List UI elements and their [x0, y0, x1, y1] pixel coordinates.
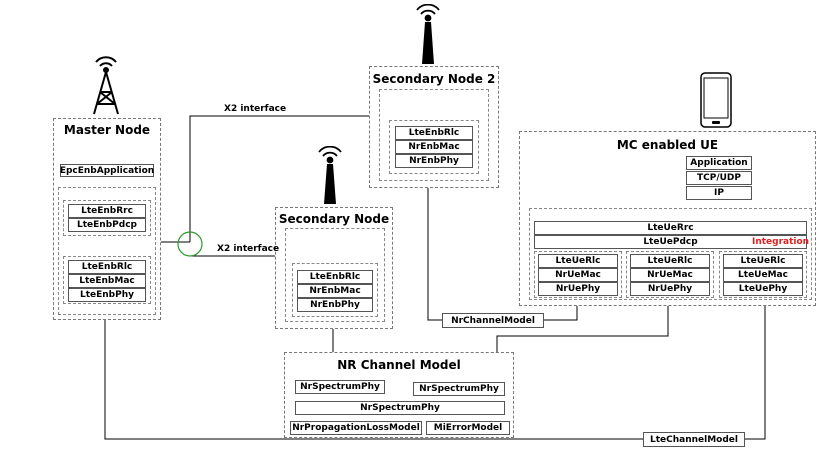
secondary1-tower-icon: [318, 146, 342, 204]
nr-spectrum-phy-2: NrSpectrumPhy: [413, 382, 505, 396]
ue-stack1-phy: NrUePhy: [538, 282, 618, 296]
ue-stack2-rlc: LteUeRlc: [630, 254, 710, 268]
ue-ip: IP: [686, 186, 752, 200]
secondary2-to-nrchannel: [427, 169, 442, 321]
x2-interface-mid-label: X2 interface: [217, 244, 280, 254]
secondary2-layers: LteEnbRlc NrEnbMac NrEnbPhy: [389, 120, 479, 174]
ue-tcp-udp: TCP/UDP: [686, 171, 752, 185]
secondary1-phy: NrEnbPhy: [297, 298, 373, 312]
nr-channel-model-link: NrChannelModel: [442, 313, 544, 328]
master-rrc: LteEnbRrc: [68, 204, 146, 218]
master-rrc-pdcp: LteEnbRrc LteEnbPdcp: [63, 200, 151, 236]
ue-stack3-rlc: LteUeRlc: [723, 254, 803, 268]
lte-channel-model-link: LteChannelModel: [643, 432, 745, 447]
ue-stack-1: LteUeRlc NrUeMac NrUePhy: [534, 251, 622, 298]
ltechannel-to-ue-stack3: [745, 296, 766, 440]
ue-pdcp: LteUePdcp: [534, 235, 807, 249]
secondary2-phy: NrEnbPhy: [395, 154, 473, 168]
secondary2-tower-icon: [416, 4, 440, 64]
ue-stack3-phy: LteUePhy: [723, 282, 803, 296]
master-phy: LteEnbPhy: [68, 288, 146, 302]
secondary1-rlc: LteEnbRlc: [297, 270, 373, 284]
ue-protocol-stack: LteUeRrc LteUePdcp Integration LteUeRlc …: [529, 208, 812, 300]
ue-rrc: LteUeRrc: [534, 221, 807, 235]
ue-application: Application: [686, 156, 752, 170]
secondary2-mac: NrEnbMac: [395, 140, 473, 154]
ue-stack1-mac: NrUeMac: [538, 268, 618, 282]
secondary-node-1: Secondary Node 1 LteEnbRlc NrEnbMac NrEn…: [275, 207, 393, 329]
secondary1-stack: LteEnbRlc NrEnbMac NrEnbPhy: [285, 228, 385, 322]
master-to-ltechannel: [104, 302, 643, 440]
ue-stack2-phy: NrUePhy: [630, 282, 710, 296]
nr-propagation-loss-model: NrPropagationLossModel: [290, 421, 422, 435]
master-tower-icon: [93, 56, 119, 115]
secondary1-layers: LteEnbRlc NrEnbMac NrEnbPhy: [292, 263, 378, 317]
integration-label: Integration: [752, 237, 810, 247]
epc-enb-application: EpcEnbApplication: [59, 164, 155, 177]
phone-icon: [700, 72, 732, 128]
mi-error-model: MiErrorModel: [426, 421, 510, 435]
ue-stack2-to-channel: [496, 296, 669, 352]
mc-enabled-ue: MC enabled UE Application TCP/UDP IP Lte…: [519, 131, 816, 306]
ue-stack-2: LteUeRlc NrUeMac NrUePhy: [626, 251, 714, 298]
master-rlc: LteEnbRlc: [68, 260, 146, 274]
secondary2-title: Secondary Node 2: [372, 72, 496, 86]
master-mac: LteEnbMac: [68, 274, 146, 288]
x2-junction-circle: [177, 231, 203, 257]
master-node-title: Master Node: [63, 123, 151, 137]
secondary1-mac: NrEnbMac: [297, 284, 373, 298]
ue-title: MC enabled UE: [616, 138, 719, 152]
secondary2-stack: LteEnbRlc NrEnbMac NrEnbPhy: [379, 89, 489, 181]
ue-stack1-rlc: LteUeRlc: [538, 254, 618, 268]
master-pdcp: LteEnbPdcp: [68, 218, 146, 232]
master-lower-layers: LteEnbRlc LteEnbMac LteEnbPhy: [63, 256, 151, 304]
nr-spectrum-phy-3: NrSpectrumPhy: [295, 401, 505, 415]
channel-title: NR Channel Model: [337, 358, 461, 372]
ue-stack3-mac: LteUeMac: [723, 268, 803, 282]
secondary-node-2: Secondary Node 2 LteEnbRlc NrEnbMac NrEn…: [369, 66, 499, 188]
ue-stack2-mac: NrUeMac: [630, 268, 710, 282]
ue-stack-3: LteUeRlc LteUeMac LteUePhy: [719, 251, 807, 298]
master-protocol-stack: LteEnbRrc LteEnbPdcp LteEnbRlc LteEnbMac…: [58, 187, 156, 315]
nr-channel-model: NR Channel Model NrSpectrumPhy NrSpectru…: [284, 352, 514, 438]
x2-interface-top-label: X2 interface: [224, 104, 287, 114]
nr-spectrum-phy-1: NrSpectrumPhy: [295, 380, 385, 394]
secondary2-rlc: LteEnbRlc: [395, 126, 473, 140]
master-node: Master Node EpcEnbApplication LteEnbRrc …: [53, 118, 161, 320]
